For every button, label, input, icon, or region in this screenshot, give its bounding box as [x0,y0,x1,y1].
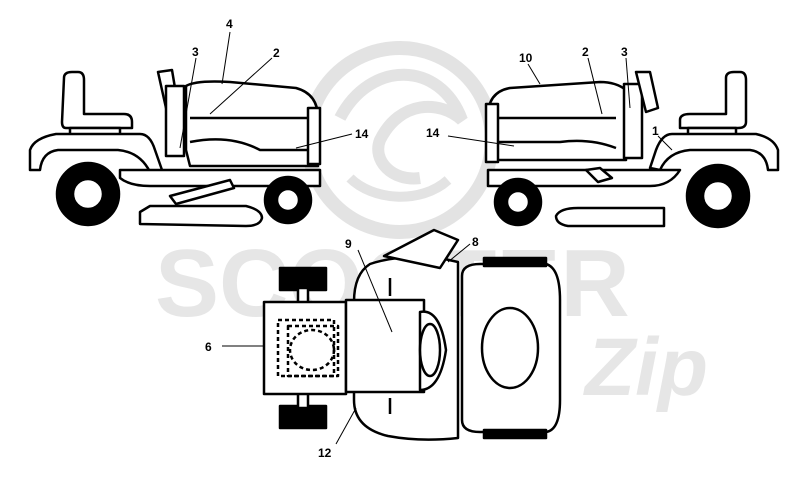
callouts-left: 4 3 2 14 [192,17,369,141]
rear-body [648,132,780,172]
callout-label: 2 [273,46,280,60]
leaders-bottom [222,243,471,445]
rear-tire-bottom [278,404,328,430]
callouts-bottom: 9 8 6 12 [205,235,479,460]
hood [184,80,320,168]
hood [486,80,628,162]
discharge-chute [382,228,460,270]
leaders-left [179,31,353,149]
front-tire-bottom [482,428,548,440]
tractor-right-side-view [484,70,780,229]
frame [486,168,682,188]
callout-label: 6 [205,340,212,354]
callouts-right: 10 2 3 1 14 [426,45,659,140]
mower-deck [554,206,666,228]
frame [118,168,322,188]
leaders-right [447,57,673,151]
callout-label: 3 [192,45,199,59]
mower-deck [138,204,264,228]
rear-tire-top [278,266,328,292]
steering-column [622,82,644,160]
callout-label: 1 [652,124,659,138]
seat [678,70,748,130]
callout-label: 14 [426,126,440,140]
callout-label: 14 [355,127,369,141]
front-tire-top [482,256,548,268]
grille [484,102,500,164]
deck-lift [168,178,236,206]
callout-label: 2 [582,45,589,59]
callout-label: 3 [621,45,628,59]
seat [60,70,134,130]
body [344,298,426,394]
steering-wheel [634,70,660,114]
hood-vent [480,306,540,390]
tractor-left-side-view [28,68,322,228]
callout-label: 9 [345,237,352,251]
steering-column [164,84,186,158]
steering-wheel-top [418,322,442,378]
rear-deck [262,300,348,396]
callout-label: 12 [318,446,332,460]
watermark-script: Zip [583,322,708,413]
callout-label: 4 [226,17,233,31]
callout-label: 8 [472,235,479,249]
deck-lift [584,166,614,184]
watermark-emblem [301,41,499,239]
callout-label: 10 [519,51,533,65]
grille [306,106,322,166]
